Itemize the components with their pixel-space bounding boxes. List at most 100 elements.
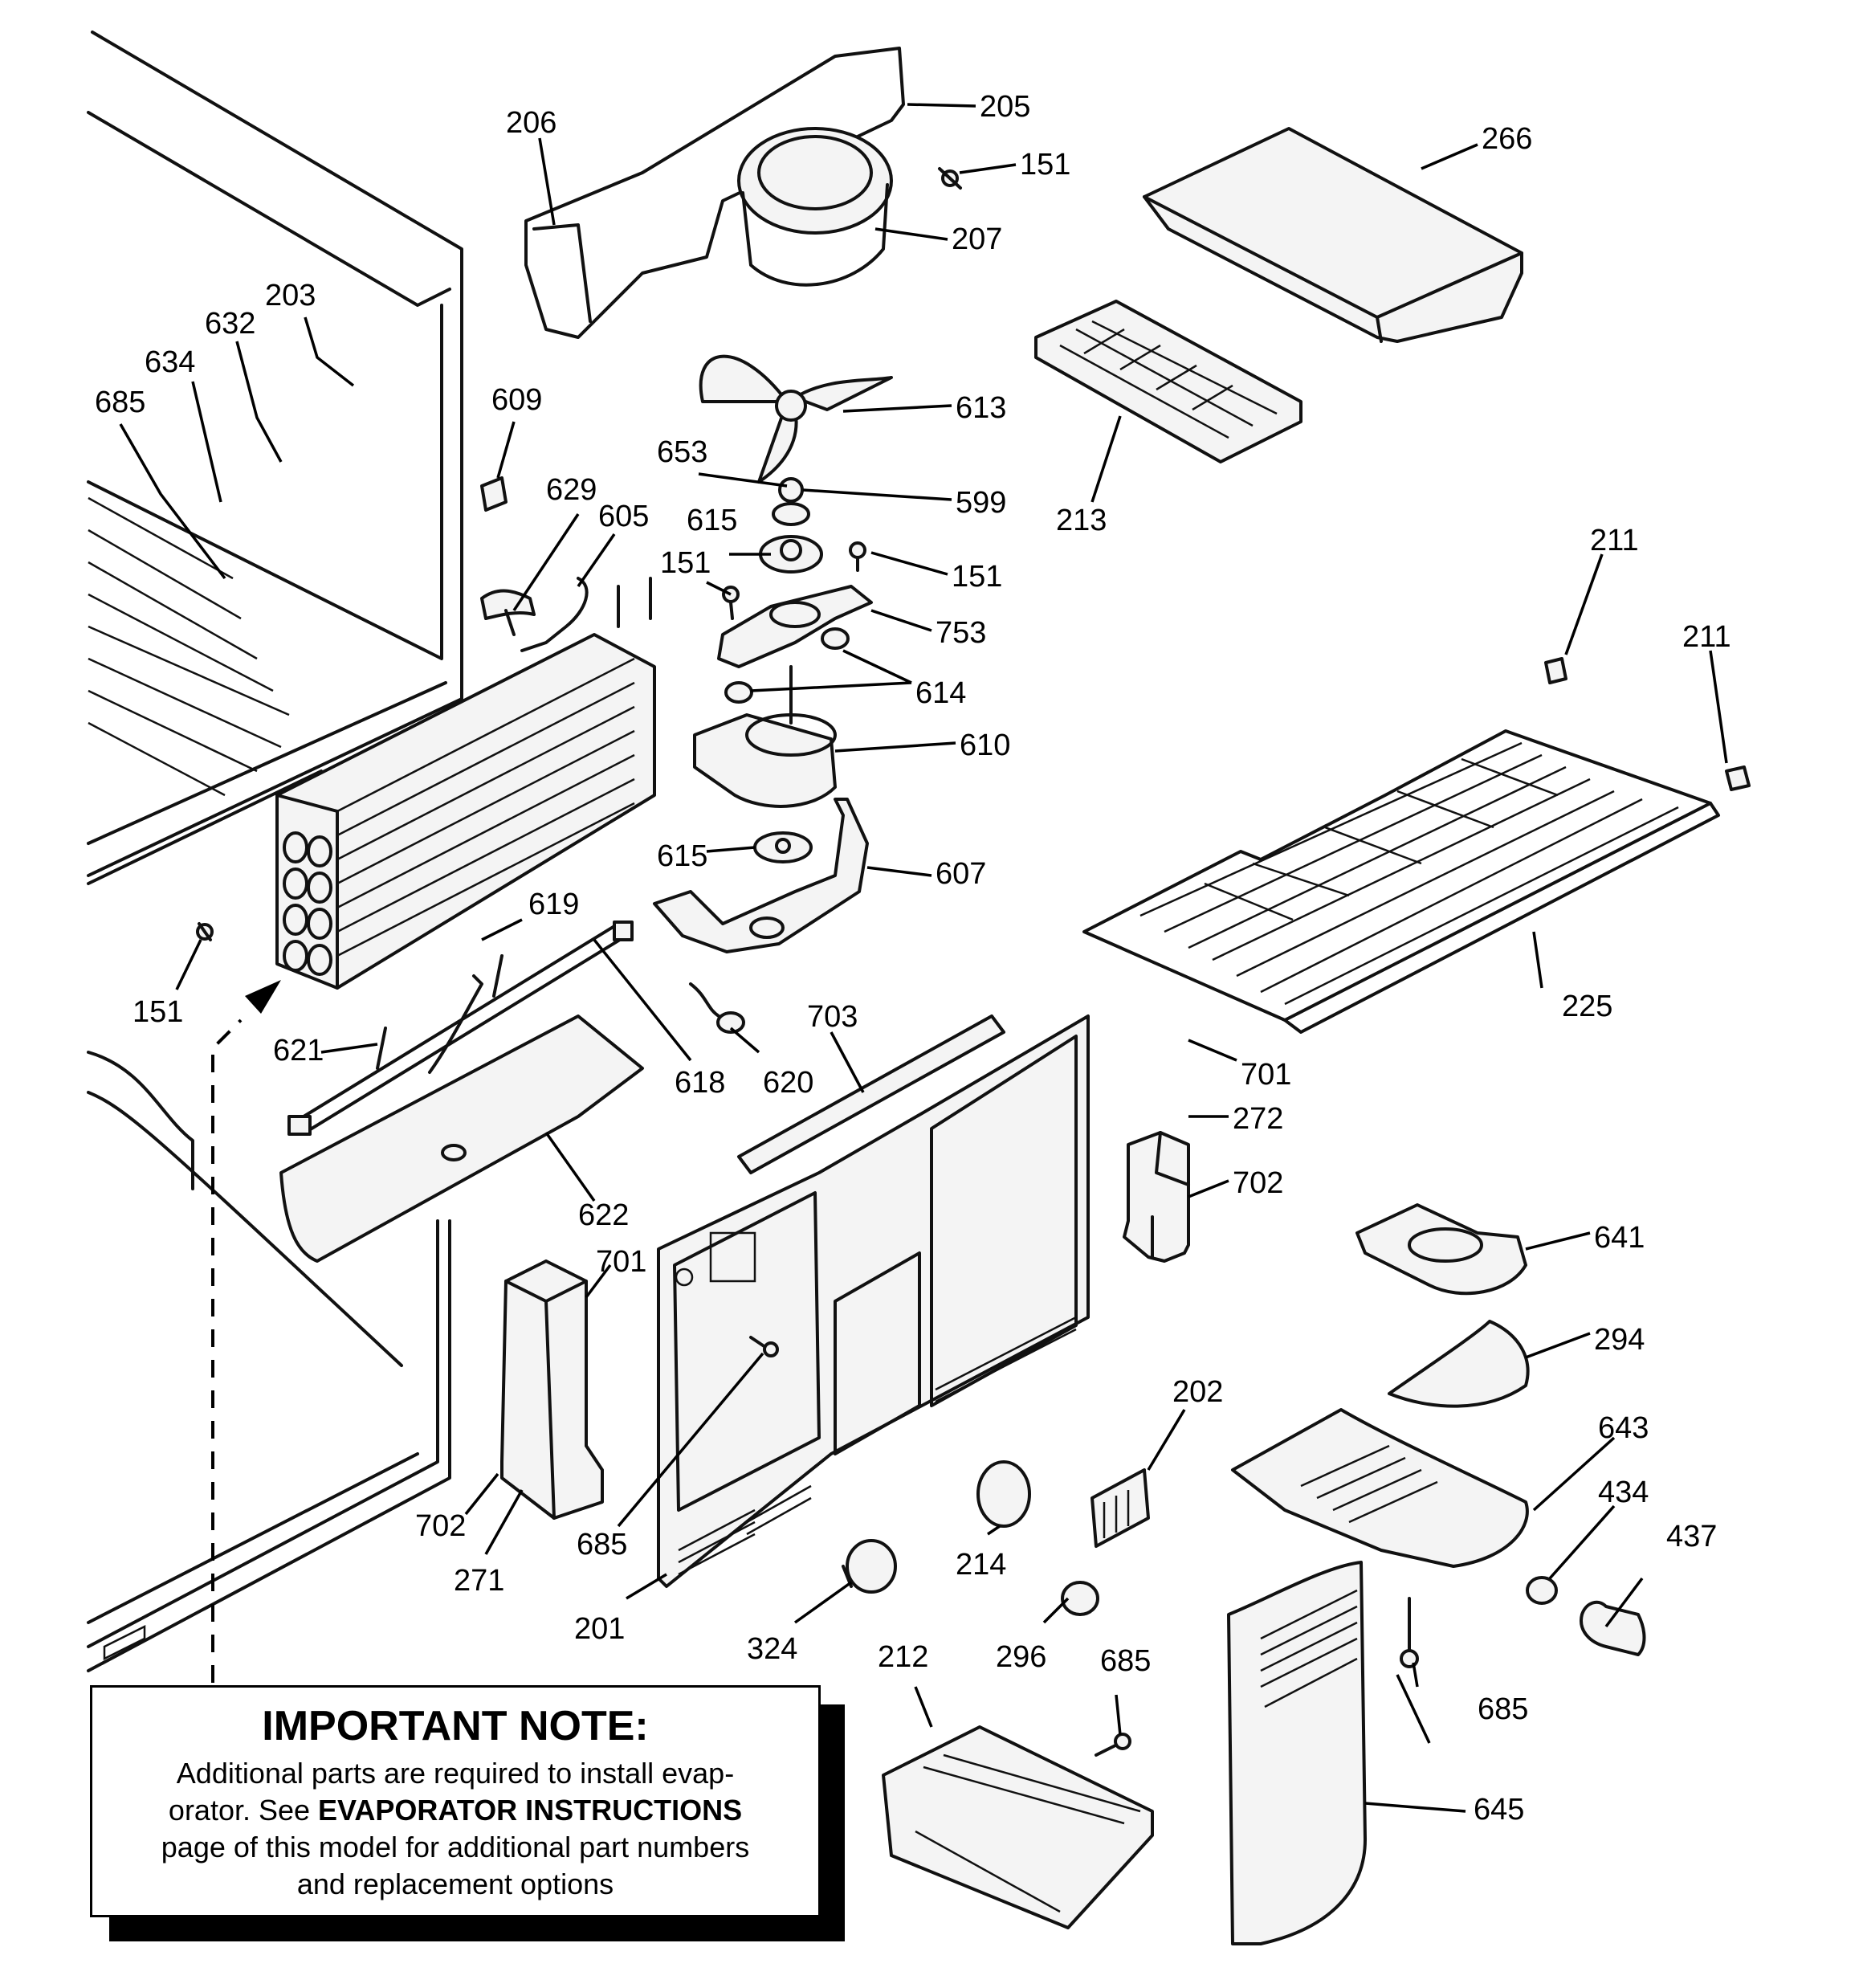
callout-703: 703 — [807, 1000, 858, 1034]
callout-225: 225 — [1562, 990, 1612, 1023]
light-socket-434 — [1526, 1576, 1558, 1605]
motor-hub-parts — [759, 477, 823, 574]
callout-151: 151 — [132, 995, 183, 1029]
screw-151-mid-right — [849, 541, 866, 572]
air-duct-271 — [500, 1259, 604, 1520]
fan-blade — [699, 354, 893, 484]
callout-685: 685 — [1478, 1692, 1528, 1726]
clip-609 — [480, 476, 508, 512]
wire-shelf — [1082, 729, 1720, 1034]
callout-685: 685 — [1100, 1644, 1151, 1678]
strip-703 — [737, 1014, 1005, 1174]
motor-bracket — [717, 585, 873, 668]
note-line-2-text: orator. See — [168, 1794, 319, 1827]
hub-615-lower — [753, 831, 813, 863]
cap-214 — [976, 1460, 1031, 1528]
air-duct-272 — [1123, 1131, 1190, 1263]
callout-653: 653 — [657, 435, 707, 469]
callout-701: 701 — [1241, 1058, 1291, 1092]
callout-203: 203 — [265, 279, 316, 312]
callout-211: 211 — [1682, 620, 1731, 654]
wire-620 — [689, 982, 745, 1034]
note-line-3: page of this model for additional part n… — [161, 1831, 750, 1863]
callout-214: 214 — [956, 1548, 1006, 1582]
note-body: Additional parts are required to install… — [92, 1755, 818, 1903]
ice-tray — [1034, 300, 1302, 463]
callout-613: 613 — [956, 391, 1006, 425]
motor-mount-bracket — [653, 798, 869, 953]
callout-609: 609 — [491, 383, 542, 417]
fan-shroud-bracket — [524, 47, 905, 339]
callout-701: 701 — [596, 1245, 646, 1279]
note-title: IMPORTANT NOTE: — [262, 1703, 649, 1749]
callout-labels: 205 206 151 207 266 203 632 634 685 609 … — [95, 90, 1731, 1827]
callout-702: 702 — [1233, 1166, 1283, 1200]
callout-615: 615 — [687, 504, 737, 537]
callout-211: 211 — [1590, 524, 1639, 557]
callout-599: 599 — [956, 486, 1006, 520]
important-note-box: IMPORTANT NOTE: Additional parts are req… — [90, 1685, 821, 1917]
callout-643: 643 — [1598, 1411, 1649, 1445]
note-line-1: Additional parts are required to install… — [176, 1757, 735, 1790]
fan-motor — [693, 665, 837, 808]
callout-634: 634 — [145, 345, 195, 379]
screw-685-right — [1400, 1597, 1419, 1668]
callout-605: 605 — [598, 500, 649, 533]
callout-607: 607 — [936, 857, 986, 891]
callout-753: 753 — [936, 616, 986, 650]
screw-685-bottom — [1095, 1733, 1131, 1757]
callout-434: 434 — [1598, 1476, 1649, 1509]
callout-212: 212 — [878, 1640, 928, 1674]
callout-702: 702 — [415, 1509, 466, 1543]
callout-213: 213 — [1056, 504, 1107, 537]
hoses-629-605 — [480, 577, 589, 652]
callout-151: 151 — [1020, 148, 1070, 182]
callout-610: 610 — [960, 729, 1010, 762]
callout-324: 324 — [747, 1632, 797, 1666]
shelf-pin-211-a — [1544, 657, 1567, 684]
screw-685-cover — [749, 1336, 779, 1357]
screw-151-left — [196, 922, 214, 941]
callout-615: 615 — [657, 839, 707, 873]
callout-202: 202 — [1172, 1375, 1223, 1409]
drawer-212 — [882, 1725, 1154, 1929]
screw-151-top — [938, 167, 962, 190]
evaporator-instructions-ref: EVAPORATOR INSTRUCTIONS — [318, 1794, 743, 1827]
callout-685: 685 — [95, 386, 145, 419]
callout-645: 645 — [1474, 1793, 1524, 1827]
light-cover-645 — [1227, 1561, 1367, 1945]
note-line-4: and replacement options — [296, 1868, 614, 1900]
callout-620: 620 — [763, 1066, 813, 1100]
light-housing-643 — [1231, 1408, 1529, 1568]
callout-618: 618 — [675, 1066, 725, 1100]
callout-271: 271 — [454, 1564, 504, 1598]
callout-619: 619 — [528, 888, 579, 921]
freezer-cabinet — [87, 31, 463, 1672]
shelf-pin-211-b — [1725, 765, 1751, 791]
callout-621: 621 — [273, 1034, 324, 1067]
callout-207: 207 — [952, 222, 1002, 256]
callout-614: 614 — [915, 676, 966, 710]
callout-206: 206 — [506, 106, 556, 140]
drain-pan — [279, 1014, 644, 1263]
callout-296: 296 — [996, 1640, 1046, 1674]
callout-437: 437 — [1666, 1520, 1717, 1553]
evaporator — [275, 577, 656, 990]
cover-641 — [1355, 1203, 1527, 1296]
ice-bucket — [1143, 127, 1523, 343]
callout-632: 632 — [205, 307, 255, 341]
callout-151: 151 — [660, 546, 711, 580]
callout-622: 622 — [578, 1198, 629, 1232]
grommets-614 — [724, 627, 850, 704]
callout-201: 201 — [574, 1612, 625, 1646]
callout-205: 205 — [980, 90, 1030, 124]
callout-641: 641 — [1594, 1221, 1645, 1255]
button-296 — [1061, 1581, 1099, 1616]
knob-324 — [842, 1539, 897, 1594]
leader-lines — [119, 103, 1728, 1813]
grille-202 — [1090, 1468, 1150, 1548]
callout-151: 151 — [952, 560, 1002, 594]
callout-272: 272 — [1233, 1102, 1283, 1136]
light-bulb-437 — [1580, 1600, 1646, 1656]
